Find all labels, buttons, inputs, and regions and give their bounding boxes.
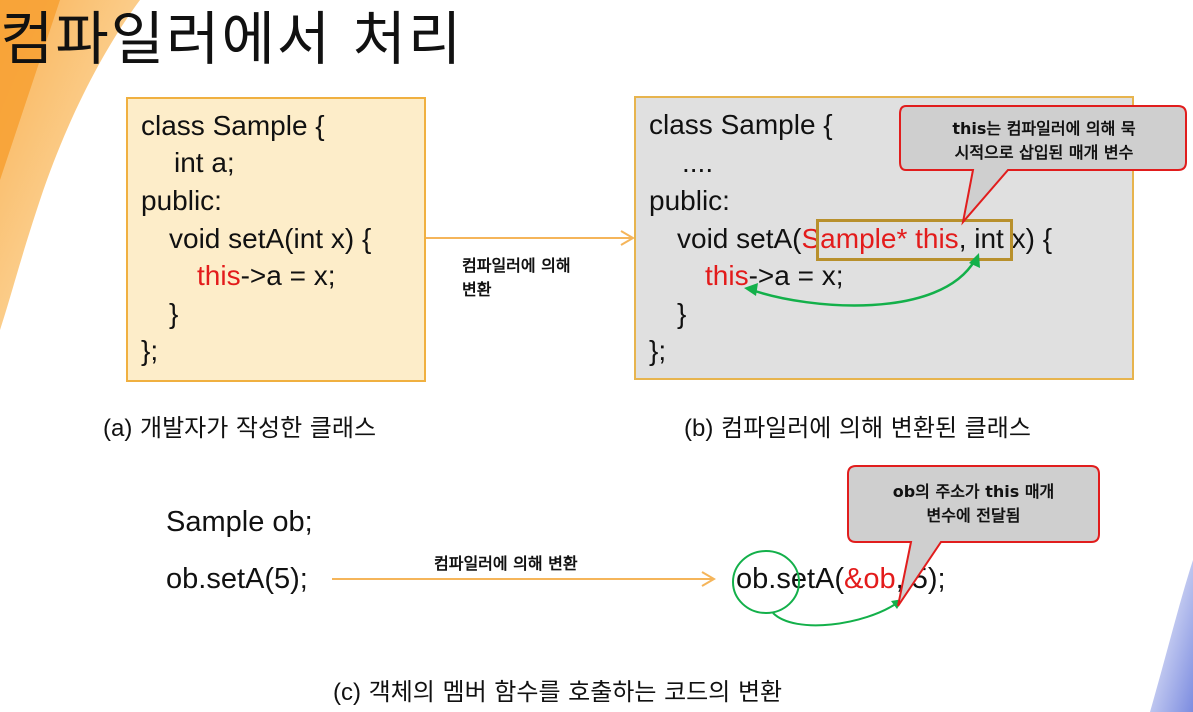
- code-line: class Sample {: [141, 110, 325, 141]
- code-line: void setA(Sample* this, int x) {: [677, 223, 1053, 254]
- link-curve: [744, 253, 980, 307]
- code-line: public:: [141, 185, 222, 216]
- code-line: class Sample {: [649, 109, 833, 140]
- code-line: };: [141, 335, 159, 366]
- transform-arrow: [332, 571, 716, 587]
- this-keyword: this: [197, 260, 241, 291]
- code-line: this->a = x;: [705, 260, 844, 291]
- code-line: };: [649, 335, 667, 366]
- code-line: ob.setA(&ob, 5);: [736, 563, 946, 595]
- callout-text: ob의 주소가 this 매개 변수에 전달됨: [892, 482, 1055, 525]
- this-keyword: this: [705, 260, 749, 291]
- callout-c: [847, 465, 1100, 607]
- code-line: void setA(int x) {: [169, 223, 372, 254]
- inserted-this-param: Sample* this: [801, 223, 959, 254]
- caption-b: (b) 컴파일러에 의해 변환된 클래스: [684, 414, 1031, 442]
- transform-arrow: [426, 230, 635, 246]
- code-line: ....: [682, 147, 714, 178]
- page-title: 컴파일러에서 처리: [0, 5, 464, 73]
- caption-a: (a) 개발자가 작성한 클래스: [103, 414, 377, 442]
- arrow-label: 컴파일러에 의해 변환: [434, 554, 578, 573]
- converted-class-code-box: [634, 96, 1134, 380]
- caption-c: (c) 객체의 멤버 함수를 호출하는 코드의 변환: [333, 678, 783, 706]
- arrow-label: 변환: [462, 280, 492, 299]
- original-class-code-box: [126, 97, 426, 382]
- code-line: public:: [649, 185, 730, 216]
- code-line: int a;: [174, 147, 235, 178]
- code-line: }: [677, 298, 687, 329]
- highlight-box: [816, 219, 1013, 261]
- callout-text: this는 컴파일러에 의해 묵 시적으로 삽입된 매개 변수: [952, 119, 1136, 162]
- arrow-label: 컴파일러에 의해: [462, 256, 571, 275]
- callout-b: [899, 105, 1187, 226]
- code-line: }: [169, 298, 179, 329]
- code-line: this->a = x;: [197, 260, 336, 291]
- code-line: Sample ob;: [166, 506, 313, 538]
- code-line: ob.setA(5);: [166, 563, 308, 595]
- address-of-ob: &ob: [844, 563, 896, 595]
